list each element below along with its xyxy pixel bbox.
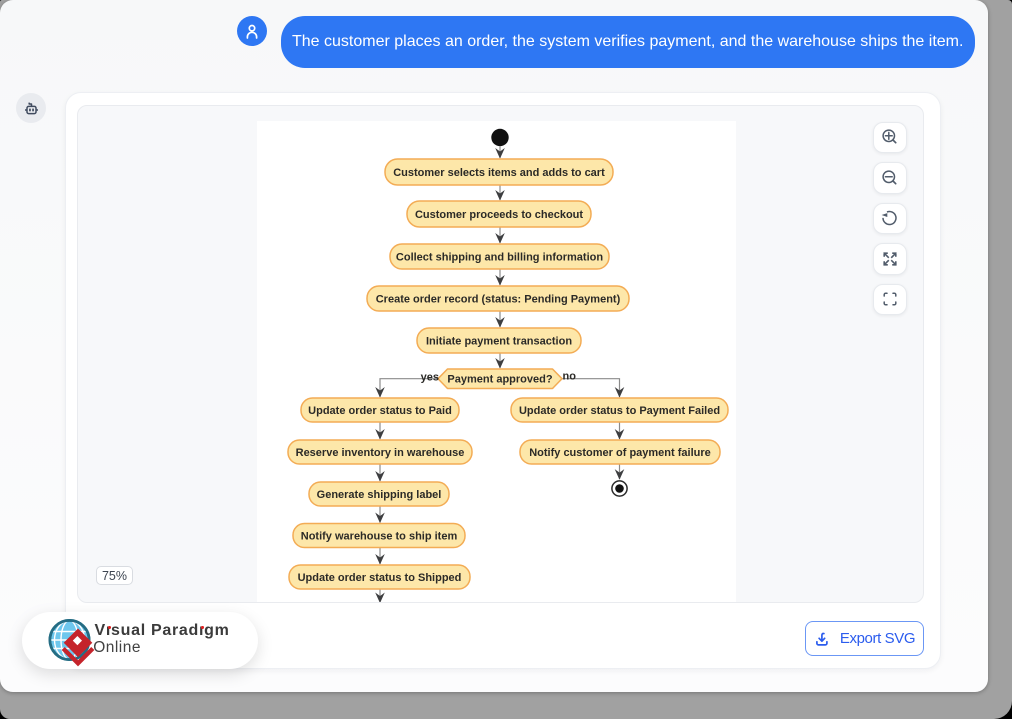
svg-text:Update order status to Shipped: Update order status to Shipped [298,572,462,584]
svg-text:Payment approved?: Payment approved? [447,374,552,386]
svg-text:Reserve inventory in warehouse: Reserve inventory in warehouse [296,447,465,459]
svg-text:yes: yes [421,372,439,384]
svg-text:Customer selects items and add: Customer selects items and adds to cart [393,167,605,179]
svg-text:Update order status to Paid: Update order status to Paid [308,405,452,417]
svg-text:Initiate payment transaction: Initiate payment transaction [426,336,572,348]
svg-text:Update order status to Payment: Update order status to Payment Failed [519,405,720,417]
svg-text:Generate shipping label: Generate shipping label [317,489,442,501]
svg-text:no: no [563,371,577,383]
svg-text:Customer proceeds to checkout: Customer proceeds to checkout [415,209,583,221]
svg-text:Notify warehouse to ship item: Notify warehouse to ship item [301,531,458,543]
svg-text:Create order record (status: P: Create order record (status: Pending Pay… [376,294,621,306]
svg-text:Collect shipping and billing i: Collect shipping and billing information [396,252,603,264]
svg-text:Notify customer of payment fai: Notify customer of payment failure [529,447,711,459]
